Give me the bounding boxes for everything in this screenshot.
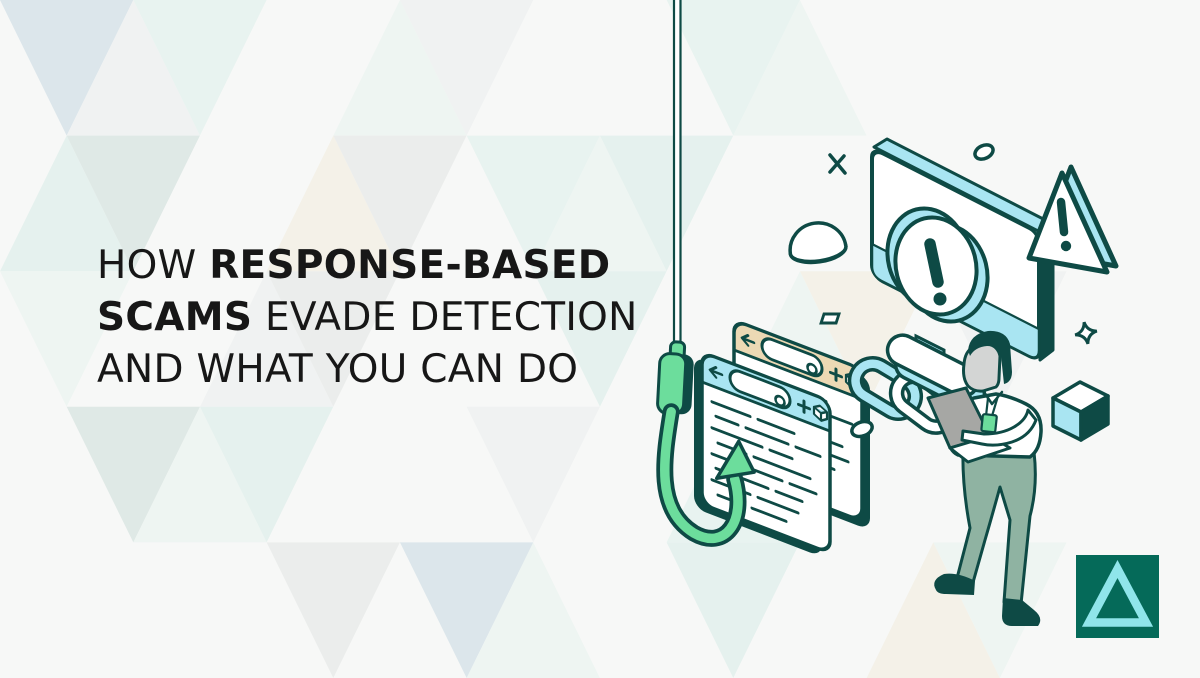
x-sparkle-icon [828,153,847,175]
headline-text: EVADE DETECTION [252,295,638,340]
fishing-hook-arrow [656,340,756,547]
headline-text: AND WHAT YOU CAN DO [97,347,579,392]
badge [980,413,998,434]
ellipse-sparkle-icon [850,419,874,439]
person-hair [968,330,1012,384]
headline: HOW RESPONSE-BASED SCAMS EVADE DETECTION… [97,240,677,396]
ellipse-sparkle-icon [973,143,995,161]
headline-text-bold: RESPONSE-BASED [209,243,611,288]
person-trousers [954,446,1037,606]
square-sparkle-icon [819,312,841,325]
headline-text: HOW [97,243,210,288]
sparkles [819,143,1098,439]
dome-button [788,221,848,265]
alert-exclamation-circle [885,206,990,324]
person-arm [960,408,1038,447]
shirt-collar [982,390,1004,406]
alert-triangle [1026,164,1119,275]
person-shoe [934,573,975,595]
person-with-laptop [926,330,1043,626]
headline-text-bold: SCAMS [97,295,253,340]
phishing-browser-windows [694,318,870,556]
brand-logo [1076,555,1159,638]
fishing-line [672,0,682,368]
headline-line-1: HOW RESPONSE-BASED [97,240,677,292]
person-shoe [1002,598,1041,626]
headline-line-3: AND WHAT YOU CAN DO [97,344,677,396]
browser-window-front [694,350,832,556]
headline-line-2: SCAMS EVADE DETECTION [97,292,677,344]
delta-triangle-icon [1081,559,1154,627]
isometric-cube [1051,380,1110,442]
warning-monitor [870,137,1055,411]
diamond-sparkle-icon [1074,321,1098,345]
